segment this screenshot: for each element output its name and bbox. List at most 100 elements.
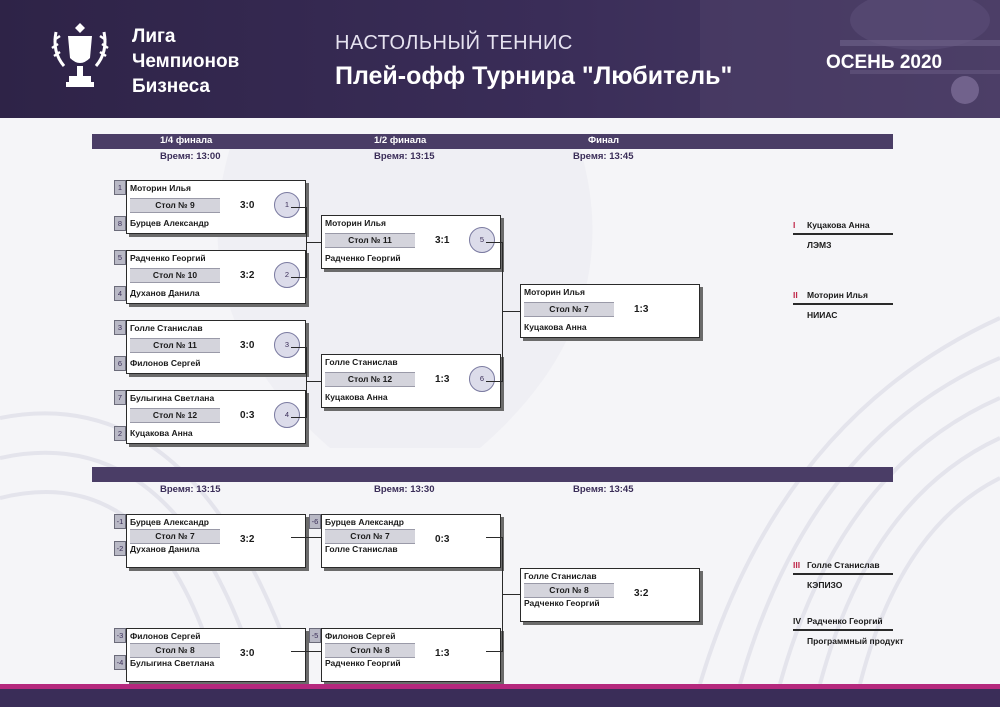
match-number: 6 bbox=[469, 366, 495, 392]
player-name: Голле Станислав bbox=[130, 323, 203, 333]
match-card: -1 -2 Бурцев Александр Стол № 7 Духанов … bbox=[114, 514, 309, 571]
bracket-line bbox=[306, 347, 307, 418]
match-card: -5 Филонов Сергей Стол № 8 Радченко Геор… bbox=[309, 628, 504, 685]
match-card: 7 2 Булыгина Светлана Стол № 12 Куцакова… bbox=[114, 390, 309, 447]
bracket-line bbox=[291, 347, 307, 348]
match-score: 3:0 bbox=[240, 340, 255, 351]
place-organization: ЛЭМЗ bbox=[807, 240, 832, 250]
place-name: Радченко Георгий bbox=[807, 616, 883, 626]
consolation-header-bar bbox=[92, 467, 893, 482]
round-time: Время: 13:15 bbox=[374, 151, 435, 162]
seed-badge: -6 bbox=[309, 514, 321, 529]
header: Лига Чемпионов Бизнеса НАСТОЛЬНЫЙ ТЕННИС… bbox=[0, 0, 1000, 118]
match-number: 3 bbox=[274, 332, 300, 358]
player-name: Радченко Георгий bbox=[325, 253, 401, 263]
match-score: 3:2 bbox=[240, 534, 255, 545]
player-name: Бурцев Александр bbox=[130, 218, 209, 228]
table-number: Стол № 7 bbox=[524, 302, 614, 317]
table-number: Стол № 8 bbox=[130, 643, 220, 658]
match-score: 3:0 bbox=[240, 648, 255, 659]
player-name: Духанов Данила bbox=[130, 544, 200, 554]
seed-badge: 7 bbox=[114, 390, 126, 405]
match-number: 2 bbox=[274, 262, 300, 288]
footer-accent bbox=[0, 684, 1000, 689]
bracket-line bbox=[486, 381, 503, 382]
match-score: 1:3 bbox=[435, 374, 450, 385]
sport-name: НАСТОЛЬНЫЙ ТЕННИС bbox=[335, 32, 573, 54]
bracket-line bbox=[291, 417, 307, 418]
match-card: Голле Станислав Стол № 12 Куцакова Анна … bbox=[321, 354, 504, 411]
place-name: Моторин Илья bbox=[807, 290, 868, 300]
seed-badge: 1 bbox=[114, 180, 126, 195]
table-number: Стол № 9 bbox=[130, 198, 220, 213]
bracket-line bbox=[291, 651, 321, 652]
match-card: -3 -4 Филонов Сергей Стол № 8 Булыгина С… bbox=[114, 628, 309, 685]
match-score: 3:2 bbox=[634, 588, 649, 599]
bracket-line bbox=[502, 311, 520, 312]
table-number: Стол № 11 bbox=[130, 338, 220, 353]
footer-bar bbox=[0, 684, 1000, 707]
player-name: Бурцев Александр bbox=[325, 517, 404, 527]
player-name: Филонов Сергей bbox=[130, 358, 201, 368]
player-name: Куцакова Анна bbox=[524, 322, 587, 332]
place-rank: III bbox=[793, 560, 801, 570]
match-score: 3:2 bbox=[240, 270, 255, 281]
page-title: Плей-офф Турнира "Любитель" bbox=[335, 62, 733, 90]
bracket-line bbox=[291, 537, 321, 538]
place-organization: КЭПИЗО bbox=[807, 580, 843, 590]
round-time: Время: 13:15 bbox=[160, 484, 221, 495]
bracket-line bbox=[306, 381, 321, 382]
seed-badge: 4 bbox=[114, 286, 126, 301]
table-number: Стол № 10 bbox=[130, 268, 220, 283]
match-score: 0:3 bbox=[240, 410, 255, 421]
match-card: 5 4 Радченко Георгий Стол № 10 Духанов Д… bbox=[114, 250, 309, 307]
player-name: Булыгина Светлана bbox=[130, 393, 215, 403]
player-name: Куцакова Анна bbox=[130, 428, 193, 438]
seed-badge: 2 bbox=[114, 426, 126, 441]
round-label-semifinal: 1/2 финала bbox=[374, 135, 427, 146]
player-name: Голле Станислав bbox=[524, 571, 597, 581]
round-header-bar: 1/4 финала 1/2 финала Финал bbox=[92, 134, 893, 149]
seed-badge: 5 bbox=[114, 250, 126, 265]
round-label-quarterfinal: 1/4 финала bbox=[160, 135, 213, 146]
round-time: Время: 13:30 bbox=[374, 484, 435, 495]
table-number: Стол № 12 bbox=[130, 408, 220, 423]
league-name: Лига Чемпионов Бизнеса bbox=[132, 26, 240, 97]
player-name: Радченко Георгий bbox=[524, 598, 600, 608]
match-number: 4 bbox=[274, 402, 300, 428]
player-name: Голле Станислав bbox=[325, 544, 398, 554]
seed-badge: -1 bbox=[114, 514, 126, 529]
player-name: Филонов Сергей bbox=[130, 631, 201, 641]
place-rank: II bbox=[793, 290, 798, 300]
seed-badge: -5 bbox=[309, 628, 321, 643]
player-name: Моторин Илья bbox=[130, 183, 191, 193]
table-number: Стол № 12 bbox=[325, 372, 415, 387]
seed-badge: -4 bbox=[114, 655, 126, 670]
player-name: Бурцев Александр bbox=[130, 517, 209, 527]
player-name: Моторин Илья bbox=[325, 218, 386, 228]
player-name: Булыгина Светлана bbox=[130, 658, 215, 668]
player-name: Голле Станислав bbox=[325, 357, 398, 367]
bracket-line bbox=[306, 242, 321, 243]
cup-logo-icon bbox=[51, 23, 109, 87]
match-card: 1 8 Моторин Илья Стол № 9 Бурцев Алексан… bbox=[114, 180, 309, 237]
round-time: Время: 13:00 bbox=[160, 151, 221, 162]
bracket-line bbox=[291, 207, 307, 208]
season-label: ОСЕНЬ 2020 bbox=[826, 52, 943, 73]
player-name: Моторин Илья bbox=[524, 287, 585, 297]
player-name: Филонов Сергей bbox=[325, 631, 396, 641]
match-card: -6 Бурцев Александр Стол № 7 Голле Стани… bbox=[309, 514, 504, 571]
match-card: Моторин Илья Стол № 7 Куцакова Анна 1:3 bbox=[520, 284, 703, 341]
match-score: 0:3 bbox=[435, 534, 450, 545]
player-name: Радченко Георгий bbox=[130, 253, 206, 263]
table-number: Стол № 7 bbox=[325, 529, 415, 544]
table-number: Стол № 8 bbox=[524, 583, 614, 598]
table-number: Стол № 11 bbox=[325, 233, 415, 248]
round-time: Время: 13:45 bbox=[573, 151, 634, 162]
player-name: Куцакова Анна bbox=[325, 392, 388, 402]
match-card: Моторин Илья Стол № 11 Радченко Георгий … bbox=[321, 215, 504, 272]
place-organization: НИИАС bbox=[807, 310, 838, 320]
place-name: Голле Станислав bbox=[807, 560, 880, 570]
place-rank: I bbox=[793, 220, 796, 230]
bracket-line bbox=[291, 277, 307, 278]
